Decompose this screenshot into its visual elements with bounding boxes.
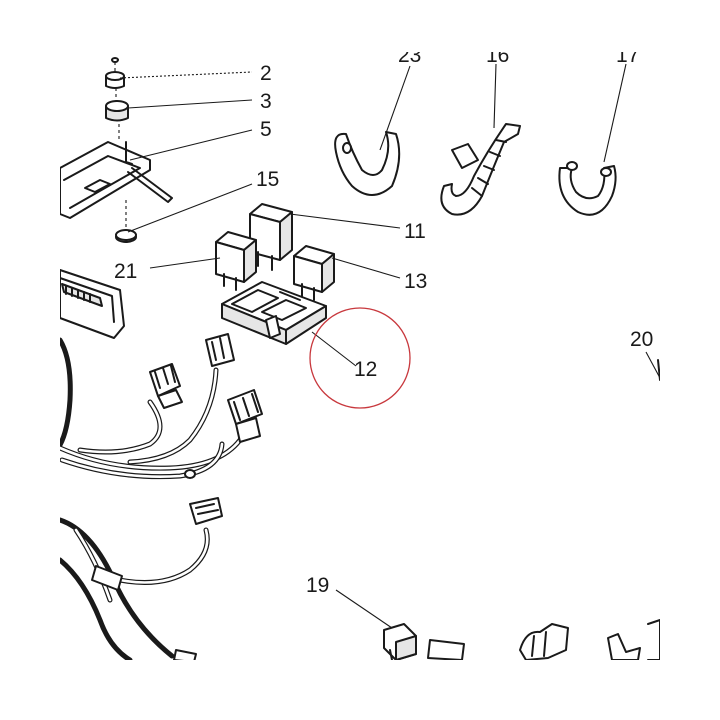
bottom-crop-mask [0,660,720,720]
left-crop-mask [0,0,60,720]
mounting-bracket [59,141,151,219]
washer-part-15 [115,229,137,243]
clip-part-19 [383,623,417,661]
relay-part-13 [293,245,335,301]
relay-part-11 [249,203,293,271]
callout-5: 5 [260,118,272,141]
clamp-top-left [334,131,401,196]
screw-part-2 [105,57,125,89]
callout-2: 2 [260,62,272,85]
connector-right [227,389,263,443]
lower-harness [57,497,223,663]
callout-12: 12 [354,358,377,381]
connector-left [149,363,183,409]
highlight-circle [309,307,411,409]
callout-20: 20 [630,328,653,351]
control-module [59,269,125,339]
top-crop-mask [380,30,660,52]
clamp-top-right [558,161,617,216]
callout-3: 3 [260,90,272,113]
relay-part-21 [215,231,257,291]
callout-13: 13 [404,270,427,293]
callout-19: 19 [306,574,329,597]
cable-tie-strap [440,123,521,216]
bolt-part-5 [127,167,173,203]
connector-mid [205,333,235,367]
callout-11: 11 [404,220,426,243]
right-crop-mask [660,0,720,720]
bottom-connectors [427,619,661,661]
callout-21: 21 [114,260,137,283]
leader-lines [119,63,661,629]
spacer-part-3 [105,100,129,122]
callout-15: 15 [256,168,279,191]
relay-socket-part-12 [221,281,327,345]
